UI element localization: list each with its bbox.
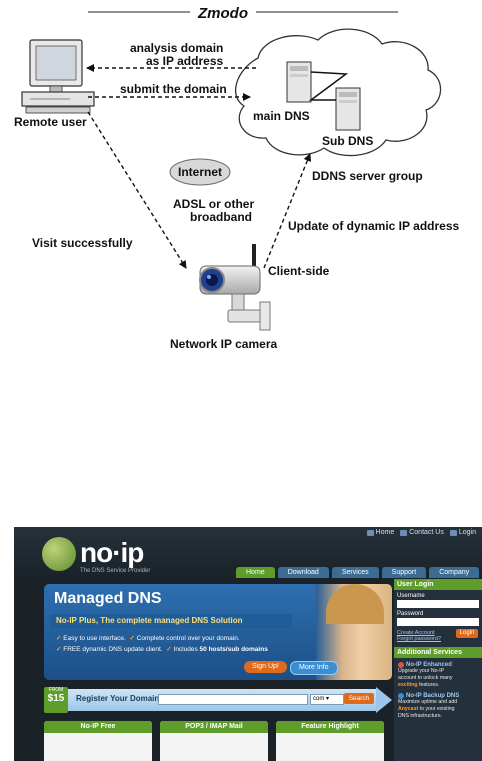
- feature-boxes: No-IP Free POP3 / IMAP Mail Feature High…: [44, 721, 384, 761]
- register-domain-bar: FROM$15 Register Your Domain com ▾ Searc…: [44, 687, 392, 713]
- sub-dns-server-icon: [335, 87, 361, 131]
- box-pop3-imap[interactable]: POP3 / IMAP Mail: [160, 721, 268, 761]
- tab-download[interactable]: Download: [277, 567, 329, 578]
- label-submit: submit the domain: [120, 82, 227, 96]
- check-icon: ✓: [56, 646, 62, 653]
- username-input[interactable]: [397, 600, 479, 608]
- label-adsl-1: ADSL or other: [173, 197, 254, 211]
- logo-globe-icon: [42, 537, 76, 571]
- server-link: [308, 71, 349, 101]
- username-label: Username: [397, 593, 425, 599]
- shield-icon: [398, 693, 404, 699]
- box-feature-highlight[interactable]: Feature Highlight: [276, 721, 384, 761]
- lock-icon: [449, 529, 457, 536]
- hero-banner: Managed DNS No-IP Plus, The complete man…: [44, 584, 392, 680]
- check-icon: ✓: [56, 635, 62, 642]
- brand-logo: Zmodo: [197, 5, 248, 22]
- tab-services[interactable]: Services: [331, 567, 379, 578]
- label-analysis-2: as IP address: [146, 54, 223, 68]
- login-button[interactable]: Login: [456, 629, 478, 638]
- label-ddns-group: DDNS server group: [312, 169, 423, 183]
- top-link-contact[interactable]: Contact Us: [400, 529, 444, 536]
- check-icon: ✓: [166, 646, 172, 653]
- top-links: Home Contact Us Login: [366, 529, 476, 536]
- price-badge: FROM$15: [44, 687, 68, 713]
- arrow-update: [263, 153, 312, 269]
- box-noip-free[interactable]: No-IP Free: [44, 721, 152, 761]
- tld-select[interactable]: com ▾: [310, 694, 344, 705]
- hero-title: Managed DNS: [54, 590, 162, 607]
- arrow-visit: [87, 111, 187, 269]
- home-icon: [366, 529, 374, 536]
- site-logo[interactable]: no·ip The DNS Service Provider: [42, 537, 162, 579]
- hero-photo-hair: [326, 584, 384, 624]
- label-analysis-1: analysis domain: [130, 41, 223, 55]
- login-title: User Login: [394, 579, 482, 590]
- password-input[interactable]: [397, 618, 479, 626]
- services-title: Additional Services: [394, 647, 482, 658]
- logo-tagline: The DNS Service Provider: [80, 568, 151, 574]
- create-account-link[interactable]: Create Account: [397, 630, 435, 636]
- top-link-home[interactable]: Home: [366, 529, 394, 536]
- service-enhanced[interactable]: No-IP Enhanced Upgrade your No-IP accoun…: [398, 662, 453, 688]
- label-main-dns: main DNS: [253, 109, 310, 123]
- more-info-button[interactable]: More Info: [290, 661, 338, 675]
- ip-camera-icon: [199, 244, 271, 331]
- main-dns-server-icon: [286, 61, 312, 103]
- label-internet: Internet: [178, 165, 222, 179]
- mail-icon: [400, 529, 408, 536]
- forgot-password-link[interactable]: Forgot password?: [397, 636, 442, 642]
- label-update: Update of dynamic IP address: [288, 219, 459, 233]
- top-link-login[interactable]: Login: [449, 529, 476, 536]
- label-visit: Visit successfully: [32, 236, 133, 250]
- domain-input[interactable]: [158, 694, 308, 705]
- ddns-diagram: Zmodo Remote user main DNS Sub DNS analy…: [14, 5, 459, 351]
- tab-support[interactable]: Support: [381, 567, 427, 578]
- tab-company[interactable]: Company: [429, 567, 480, 578]
- register-label: Register Your Domain: [76, 694, 160, 703]
- hero-features-row-1: ✓ Easy to use interface. ✓ Complete cont…: [56, 635, 240, 642]
- tab-home[interactable]: Home: [236, 567, 275, 578]
- label-adsl-2: broadband: [190, 210, 252, 224]
- site-header: Home Contact Us Login no·ip The DNS Serv…: [14, 527, 482, 579]
- hero-features-row-2: ✓ FREE dynamic DNS update client. ✓ Incl…: [56, 646, 268, 653]
- noip-website-screenshot: Home Contact Us Login no·ip The DNS Serv…: [14, 527, 482, 761]
- internet-badge: [169, 158, 231, 186]
- domain-search-button[interactable]: Search: [344, 693, 374, 704]
- signup-button[interactable]: Sign Up!: [244, 661, 287, 673]
- label-sub-dns: Sub DNS: [322, 134, 373, 148]
- hero-subtitle: No-IP Plus, The complete managed DNS Sol…: [50, 614, 292, 628]
- label-camera: Network IP camera: [170, 337, 277, 351]
- service-backup-dns[interactable]: No-IP Backup DNS Maximize uptime and add…: [398, 693, 460, 719]
- check-icon: ✓: [129, 635, 135, 642]
- sidebar: User Login Username Password Create Acco…: [394, 579, 482, 761]
- label-remote-user: Remote user: [14, 115, 87, 129]
- account-links: Create Account Forgot password? Login: [394, 629, 482, 642]
- password-label: Password: [397, 611, 424, 617]
- computer-icon: [21, 39, 95, 114]
- label-client-side: Client-side: [268, 264, 330, 278]
- logo-text: no·ip: [80, 537, 144, 568]
- register-arrow-tip: [376, 687, 392, 713]
- main-nav-tabs: Home Download Services Support Company: [236, 567, 480, 578]
- heart-icon: [398, 662, 404, 668]
